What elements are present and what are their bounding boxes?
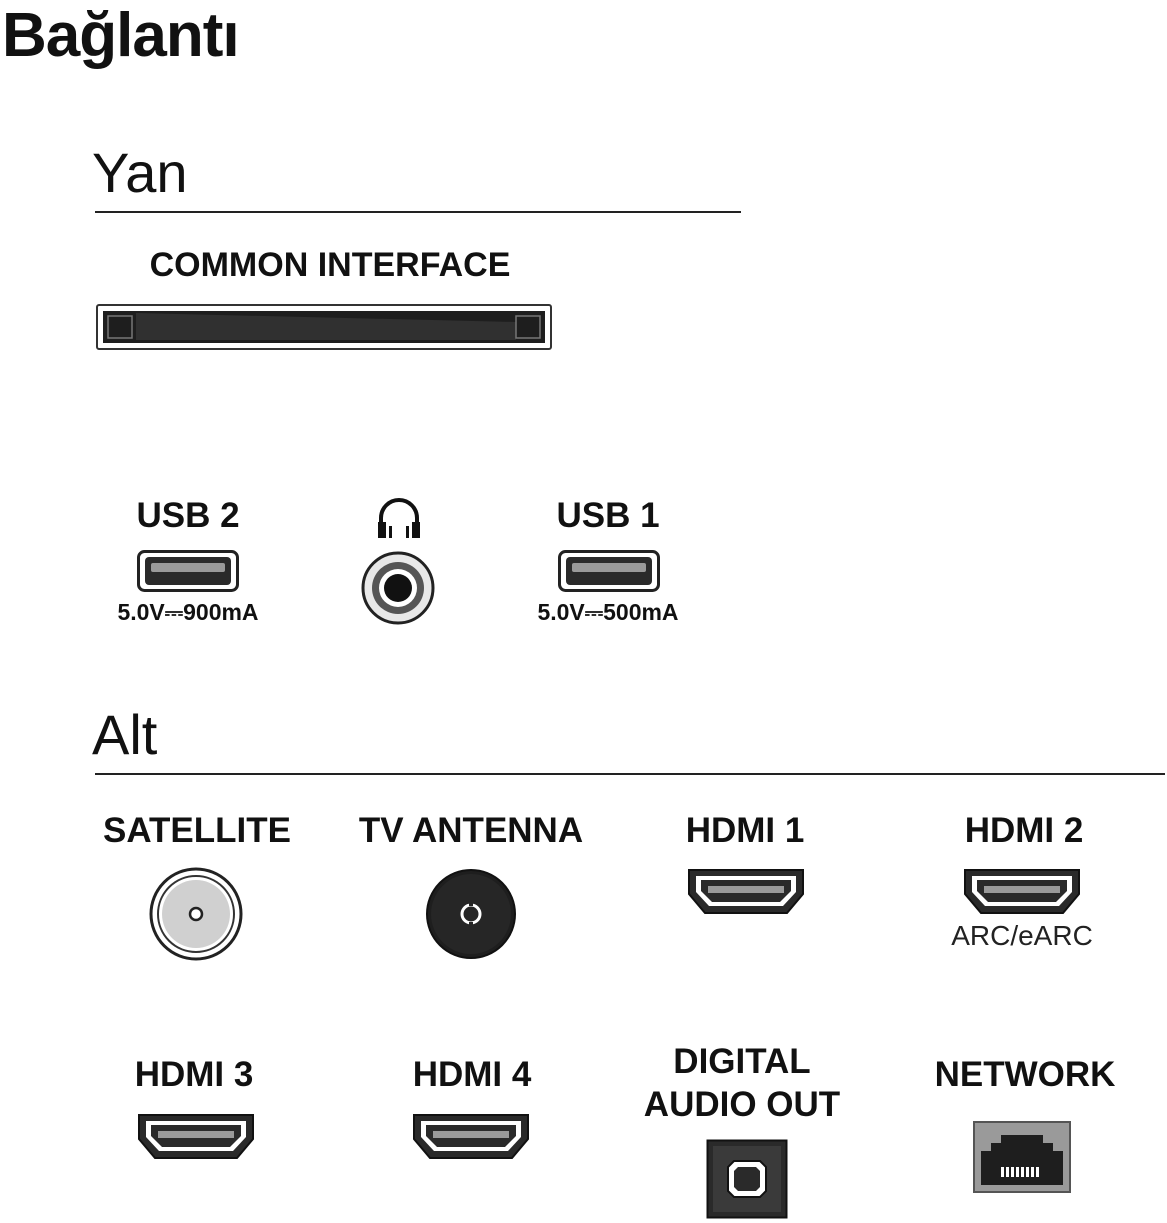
digital-audio-out-label-line2: AUDIO OUT [643, 1085, 841, 1124]
hdmi-port-icon [962, 866, 1082, 916]
hdmi3-label: HDMI 3 [134, 1055, 254, 1094]
hdmi-port-icon [136, 1111, 256, 1161]
satellite-label: SATELLITE [103, 811, 291, 850]
tv-antenna-connector-icon [425, 868, 517, 960]
digital-audio-out-label-line1: DIGITAL [673, 1042, 811, 1081]
hdmi4-label: HDMI 4 [412, 1055, 532, 1094]
bottom-section-divider [95, 773, 1165, 775]
bottom-section-heading: Alt [92, 703, 158, 766]
network-label: NETWORK [934, 1055, 1116, 1094]
headphone-jack-icon [361, 551, 435, 625]
hdmi-port-icon [686, 866, 806, 916]
satellite-connector-icon [149, 867, 243, 961]
common-interface-slot-icon [96, 304, 552, 350]
optical-audio-port-icon [706, 1139, 788, 1219]
usb-port-icon [137, 550, 239, 592]
headphones-icon [376, 496, 422, 540]
hdmi2-label: HDMI 2 [964, 811, 1084, 850]
side-section-divider [95, 211, 741, 213]
usb1-power-rating: 5.0V⎓500mA [537, 599, 679, 625]
hdmi2-arc-note: ARC/eARC [951, 920, 1093, 951]
usb-port-icon [558, 550, 660, 592]
usb1-label: USB 1 [556, 496, 660, 535]
page-title: Bağlantı [2, 1, 240, 70]
usb2-label: USB 2 [136, 496, 240, 535]
tv-antenna-label: TV ANTENNA [358, 811, 584, 850]
usb2-power-rating: 5.0V⎓900mA [117, 599, 259, 625]
side-section-heading: Yan [92, 141, 188, 204]
hdmi-port-icon [411, 1111, 531, 1161]
ethernet-port-icon [973, 1121, 1071, 1193]
common-interface-label: COMMON INTERFACE [149, 246, 511, 284]
hdmi1-label: HDMI 1 [685, 811, 805, 850]
